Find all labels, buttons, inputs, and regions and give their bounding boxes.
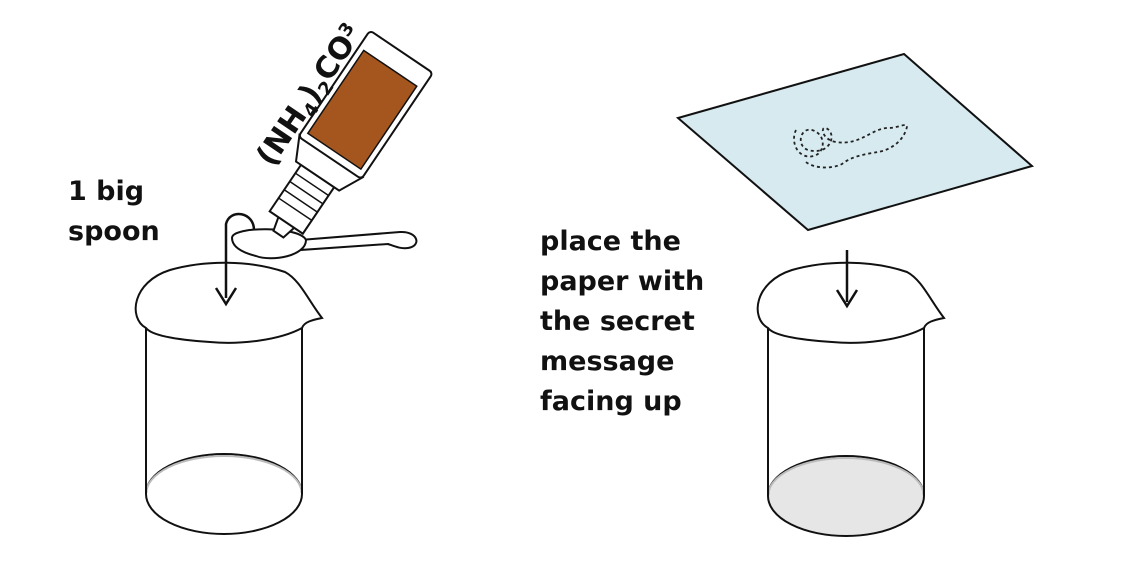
left-beaker bbox=[134, 261, 324, 535]
left-beaker-rim bbox=[134, 261, 324, 344]
step2-line-1: place the bbox=[540, 226, 681, 257]
spoon-bowl bbox=[230, 228, 308, 260]
step1-line-1: 1 big bbox=[68, 176, 145, 207]
paper bbox=[675, 52, 1035, 232]
bottle-label bbox=[306, 49, 418, 171]
step2-line-2: paper with bbox=[540, 266, 705, 297]
left-beaker-bottom-rim bbox=[145, 455, 303, 495]
step1-instruction: 1 big spoon bbox=[68, 172, 198, 252]
chemical-bottle bbox=[268, 31, 433, 239]
step2-line-3: the secret bbox=[540, 306, 695, 337]
right-beaker bbox=[756, 261, 946, 537]
step2-instruction: place the paper with the secret message … bbox=[540, 222, 740, 422]
right-beaker-rim bbox=[756, 261, 946, 344]
spoon-handle bbox=[299, 230, 418, 252]
left-pour-arrow bbox=[214, 212, 256, 307]
spoon bbox=[230, 228, 418, 260]
right-drop-arrow bbox=[835, 250, 859, 309]
step1-line-2: spoon bbox=[68, 216, 160, 247]
step2-line-5: facing up bbox=[540, 386, 682, 417]
step2-line-4: message bbox=[540, 346, 675, 377]
